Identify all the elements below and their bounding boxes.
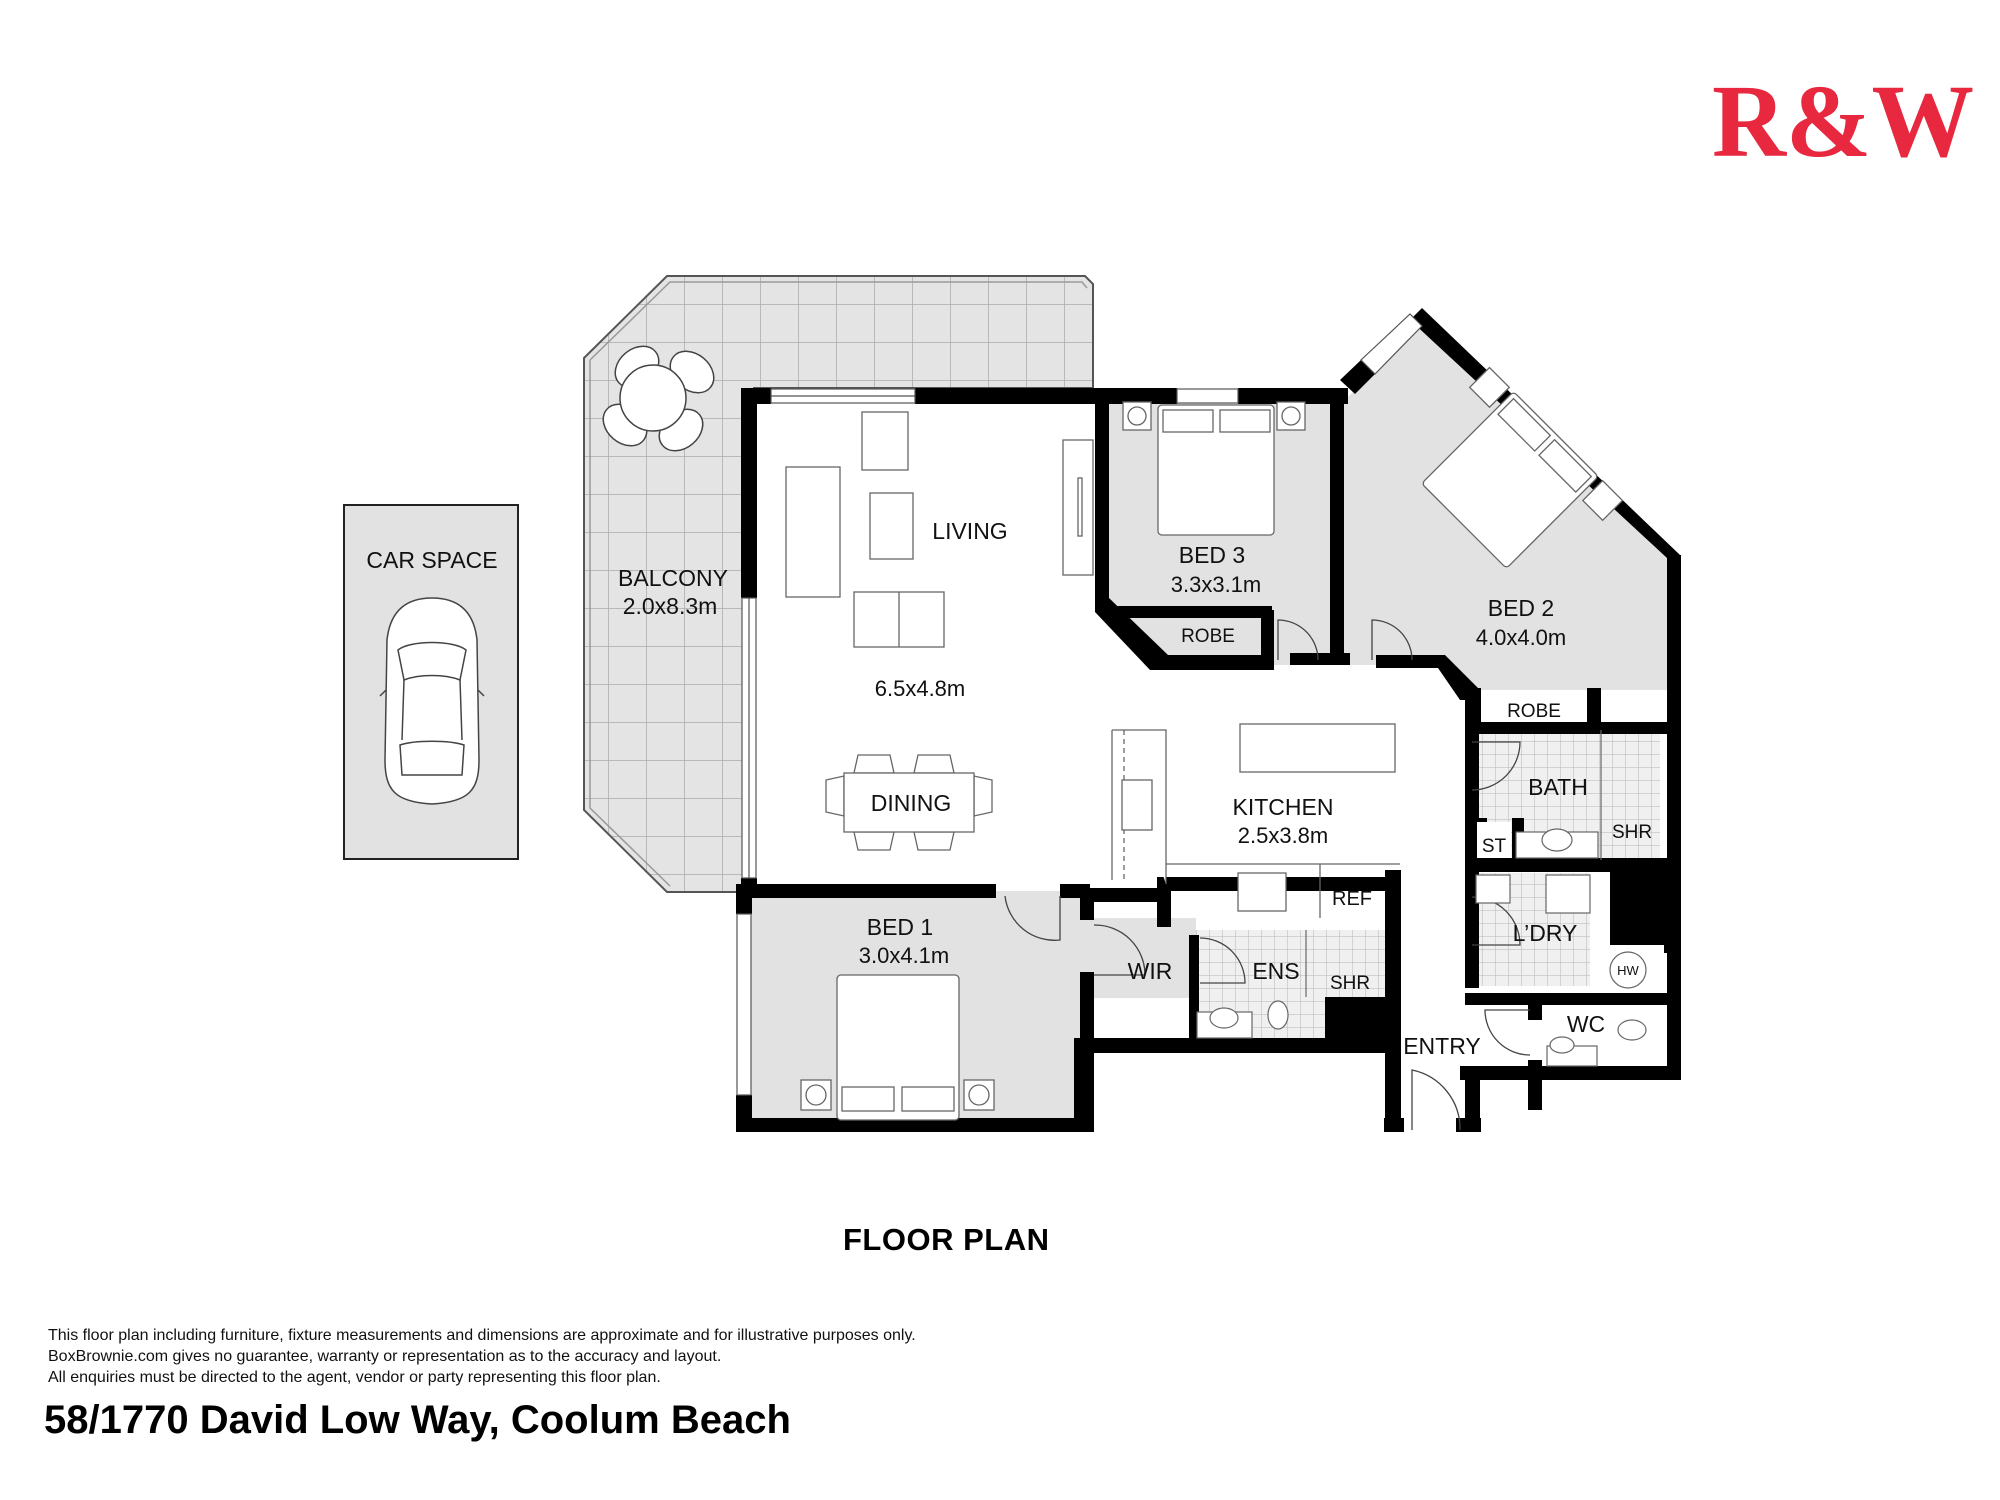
disclaimer: This floor plan including furniture, fix… bbox=[48, 1325, 916, 1388]
property-address: 58/1770 David Low Way, Coolum Beach bbox=[44, 1398, 791, 1442]
wir-floor bbox=[1086, 918, 1196, 998]
disclaimer-line: This floor plan including furniture, fix… bbox=[48, 1327, 916, 1344]
bed2-bed-icon bbox=[1422, 366, 1624, 568]
living-label: LIVING bbox=[932, 518, 1007, 544]
doors bbox=[1004, 619, 1531, 1131]
living-size: 6.5x4.8m bbox=[875, 676, 966, 701]
bath-shower-label: SHR bbox=[1612, 822, 1652, 843]
car-icon bbox=[379, 597, 485, 805]
laundry-label: L’DRY bbox=[1513, 920, 1578, 946]
ensuite-fixtures bbox=[1196, 930, 1307, 1039]
bed3-label: BED 3 bbox=[1179, 542, 1245, 568]
car-space: CAR SPACE bbox=[343, 504, 519, 860]
bed1-bed-icon bbox=[800, 974, 995, 1121]
armchair-icon bbox=[861, 411, 909, 471]
disclaimer-line: All enquiries must be directed to the ag… bbox=[48, 1369, 661, 1386]
toilet-icon bbox=[1617, 1019, 1647, 1041]
bed2-size: 4.0x4.0m bbox=[1476, 625, 1567, 650]
wir-shelf bbox=[1094, 1000, 1189, 1038]
kitchen-ref-label: REF bbox=[1332, 888, 1372, 910]
wir-label: WIR bbox=[1128, 958, 1173, 984]
bath-label: BATH bbox=[1528, 774, 1588, 800]
windows bbox=[736, 313, 1423, 1096]
dining-table-icon bbox=[825, 754, 993, 851]
entry-label: ENTRY bbox=[1403, 1033, 1481, 1059]
brand-logo-text: R&W bbox=[1712, 68, 1974, 168]
balcony: BALCONY 2.0x8.3m bbox=[583, 275, 1094, 893]
laundry-tub-icon bbox=[1545, 874, 1591, 914]
hot-water-icon bbox=[1609, 951, 1647, 989]
bed3-bed-icon bbox=[1122, 401, 1306, 536]
bed1-size: 3.0x4.1m bbox=[859, 943, 950, 968]
car-space-label: CAR SPACE bbox=[366, 547, 497, 573]
tv-unit-icon bbox=[1062, 439, 1094, 576]
bath-st-label: ST bbox=[1482, 836, 1507, 857]
disclaimer-line: BoxBrownie.com gives no guarantee, warra… bbox=[48, 1348, 722, 1365]
balcony-size: 2.0x8.3m bbox=[623, 593, 718, 619]
wc-fixtures bbox=[1542, 1005, 1665, 1067]
coffee-table-icon bbox=[869, 492, 914, 560]
bed2-robe-label: ROBE bbox=[1507, 701, 1561, 722]
bath-fixtures bbox=[1477, 730, 1602, 860]
cooktop-icon bbox=[1237, 872, 1287, 912]
sofa-icon bbox=[785, 466, 841, 598]
brand-logo: R&W bbox=[1712, 68, 1974, 168]
wc-label: WC bbox=[1567, 1011, 1605, 1037]
outdoor-table-icon bbox=[602, 345, 715, 452]
kitchen-fixtures bbox=[1111, 723, 1400, 918]
bed1-label: BED 1 bbox=[867, 914, 933, 940]
sink-icon bbox=[1121, 779, 1153, 831]
balcony-label: BALCONY bbox=[618, 565, 728, 591]
laundry-fixtures bbox=[1475, 874, 1664, 993]
bed3-size: 3.3x3.1m bbox=[1171, 572, 1262, 597]
island-bench-icon bbox=[1239, 723, 1396, 773]
dining-label: DINING bbox=[871, 790, 952, 816]
bed2-label: BED 2 bbox=[1488, 595, 1554, 621]
living-furniture bbox=[785, 411, 1094, 648]
hot-water-label: HW bbox=[1617, 963, 1639, 978]
bed3-robe-label: ROBE bbox=[1181, 626, 1235, 647]
kitchen-label: KITCHEN bbox=[1233, 794, 1334, 820]
ensuite-label: ENS bbox=[1252, 958, 1299, 984]
floor-plan-title: FLOOR PLAN bbox=[843, 1222, 1050, 1257]
ensuite-shower-label: SHR bbox=[1330, 973, 1370, 994]
kitchen-size: 2.5x3.8m bbox=[1238, 823, 1329, 848]
